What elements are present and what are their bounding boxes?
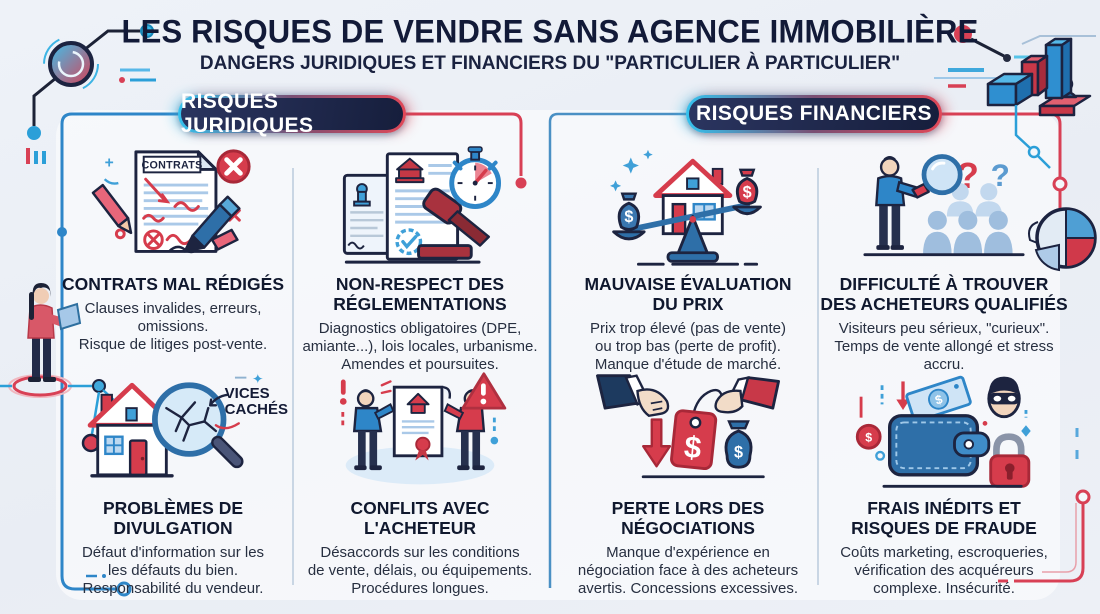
page-subtitle: DANGERS JURIDIQUES ET FINANCIERS DU "PAR… — [199, 53, 901, 74]
hidden-defects-magnifier-icon: ✦ VICES CACHÉS — [60, 370, 288, 492]
svg-text:✦: ✦ — [252, 371, 263, 386]
risk-card-non-respect-reglementations: NON-RESPECT DES RÉGLEMENTATIONS Diagnost… — [300, 146, 540, 374]
risk-title: CONTRATS MAL RÉDIGÉS — [62, 274, 284, 294]
risk-card-contrats-mal-rediges: + CONTRATS — [60, 146, 286, 354]
risk-title: PROBLÈMES DE DIVULGATION — [102, 498, 244, 538]
svg-text:CONTRATS: CONTRATS — [141, 159, 202, 171]
svg-text:?: ? — [991, 158, 1010, 193]
section-label: RISQUES FINANCIERS — [696, 102, 932, 125]
svg-text:$: $ — [933, 392, 944, 407]
page-title: LES RISQUES DE VENDRE SANS AGENCE IMMOBI… — [121, 13, 979, 50]
svg-text:$: $ — [624, 208, 633, 226]
negotiation-loss-icon: $ $ — [564, 370, 812, 492]
risk-title: CONFLITS AVEC L'ACHETEUR — [350, 498, 490, 538]
risk-title: PERTE LORS DES NÉGOCIATIONS — [611, 498, 765, 538]
risk-card-frais-fraude: $ $ — [820, 370, 1068, 598]
section-label: RISQUES JURIDIQUES — [181, 90, 314, 137]
risk-card-mauvaise-evaluation: $ $ MAUVAISE ÉVALUATION DU PRIX Prix tro… — [564, 146, 812, 374]
risk-body: Défaut d'information sur les les défauts… — [81, 543, 265, 597]
vices-caches-annotation: VICES CACHÉS — [224, 385, 288, 419]
risk-body: Clauses invalides, erreurs, omissions. R… — [78, 299, 268, 353]
risk-card-acheteurs-qualifies: ? ? — [820, 146, 1068, 374]
price-balance-icon: $ $ — [564, 146, 812, 268]
risk-title: MAUVAISE ÉVALUATION DU PRIX — [584, 274, 792, 314]
risk-body: Désaccords sur les conditions de vente, … — [307, 543, 533, 597]
risk-body: Visiteurs peu sérieux, "curieux". Temps … — [834, 319, 1054, 373]
fraud-wallet-icon: $ $ — [820, 370, 1068, 492]
risk-title: FRAIS INÉDITS ET RISQUES DE FRAUDE — [851, 498, 1037, 538]
risk-title: DIFFICULTÉ À TROUVER DES ACHETEURS QUALI… — [820, 274, 1068, 314]
contract-errors-icon: + CONTRATS — [60, 146, 286, 268]
buyers-search-icon: ? ? — [820, 146, 1068, 268]
buyer-conflict-icon — [300, 370, 540, 492]
risk-card-perte-negociations: $ $ PERTE LORS DES NÉGOCIATIONS Manque d… — [564, 370, 812, 598]
risk-body: Diagnostics obligatoires (DPE, amiante..… — [302, 319, 538, 373]
section-header-financiers: RISQUES FINANCIERS — [686, 95, 942, 133]
svg-text:+: + — [105, 154, 114, 171]
svg-text:$: $ — [734, 444, 743, 462]
risk-body: Coûts marketing, escroqueries, vérificat… — [840, 543, 1048, 597]
svg-text:$: $ — [683, 430, 703, 466]
regulations-gavel-icon — [300, 146, 540, 268]
risk-body: Prix trop élevé (pas de vente) ou trop b… — [590, 319, 786, 373]
section-header-juridiques: RISQUES JURIDIQUES — [178, 90, 406, 137]
risk-title: NON-RESPECT DES RÉGLEMENTATIONS — [333, 274, 507, 314]
risk-card-conflits-acheteur: CONFLITS AVEC L'ACHETEUR Désaccords sur … — [300, 370, 540, 598]
risk-card-problemes-divulgation: ✦ VICES CACHÉS PROBLÈMES DE DIVULGATION … — [60, 370, 288, 598]
svg-text:$: $ — [743, 183, 752, 201]
svg-text:$: $ — [865, 430, 872, 444]
risk-body: Manque d'expérience en négociation face … — [577, 543, 799, 597]
